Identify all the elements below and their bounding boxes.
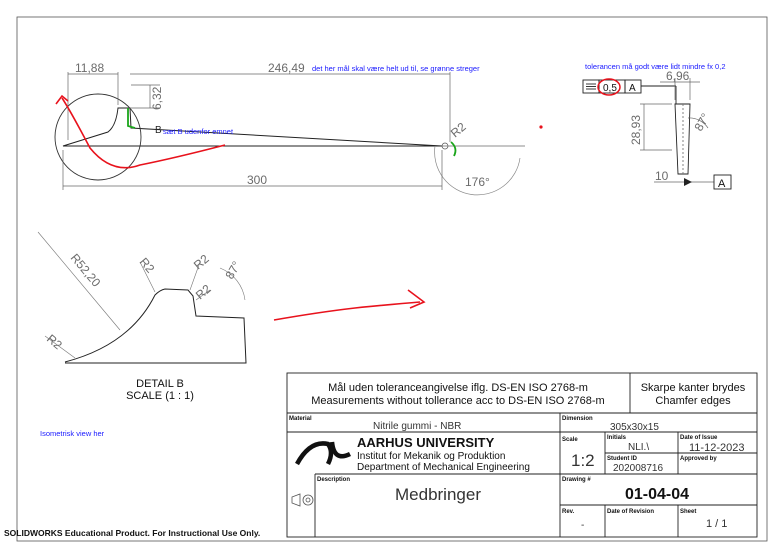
drawing-number-value: 01-04-04 bbox=[625, 486, 689, 503]
green-mark-left bbox=[127, 108, 136, 129]
detail-angle: 87° bbox=[222, 259, 243, 282]
detail-scale: SCALE (1 : 1) bbox=[126, 390, 194, 402]
green-mark-right bbox=[450, 141, 457, 157]
scale-label: Scale bbox=[562, 437, 578, 443]
institute-name: Institut for Mekanik og Produktion bbox=[357, 451, 505, 462]
department-name: Department of Mechanical Engineering bbox=[357, 462, 530, 473]
red-markup-arrowhead bbox=[55, 94, 69, 105]
note-isometric: Isometrisk view her bbox=[40, 429, 105, 438]
detail-b-view bbox=[64, 288, 247, 364]
issue-date-label: Date of Issue bbox=[680, 435, 718, 441]
dim-step-height: 6,32 bbox=[150, 86, 164, 110]
revision-value: - bbox=[581, 520, 584, 531]
dim-angle: 176° bbox=[465, 175, 490, 189]
detail-leaders bbox=[37, 231, 246, 359]
initials-value: NLI.\ bbox=[628, 442, 649, 453]
detail-title: DETAIL B bbox=[136, 378, 184, 390]
scale-value: 1:2 bbox=[571, 451, 595, 470]
part-profile bbox=[62, 107, 443, 147]
red-arrow-head bbox=[407, 289, 426, 309]
revision-label: Rev. bbox=[562, 509, 575, 515]
drawing-number-label: Drawing # bbox=[562, 477, 591, 483]
solidworks-footer: SOLIDWORKS Educational Product. For Inst… bbox=[4, 528, 260, 538]
detail-radius-2c: R2 bbox=[193, 282, 214, 303]
red-dot bbox=[539, 125, 543, 129]
side-view bbox=[674, 103, 691, 175]
datum-box bbox=[713, 174, 732, 190]
note-tolerance: tolerancen må godt være lidt mindre fx 0… bbox=[585, 62, 726, 71]
dim-right-radius: R2 bbox=[448, 120, 469, 141]
angle-arc bbox=[434, 145, 521, 196]
dim-side-height: 28,93 bbox=[629, 115, 643, 145]
sheet-value: 1 / 1 bbox=[706, 518, 727, 530]
material-label: Material bbox=[289, 416, 312, 422]
university-logo bbox=[295, 441, 352, 466]
sheet-border bbox=[16, 16, 768, 542]
note-place-b: sæt B udenfor emnet bbox=[163, 127, 234, 136]
dim-top-long: 246,49 bbox=[268, 61, 305, 75]
student-id-label: Student ID bbox=[607, 456, 638, 462]
markups bbox=[55, 94, 543, 321]
tolerance-value: 0,5 bbox=[603, 83, 617, 94]
red-markup-curve bbox=[61, 97, 226, 169]
dim-side-angle: 87° bbox=[691, 111, 712, 134]
datum-letter: A bbox=[718, 178, 726, 190]
tolerance-standard-da: Mål uden toleranceangivelse iflg. DS-EN … bbox=[328, 382, 588, 394]
university-name: AARHUS UNIVERSITY bbox=[357, 435, 495, 450]
revision-date-label: Date of Revision bbox=[607, 509, 654, 515]
tolerance-standard-en: Measurements without tollerance acc to D… bbox=[311, 395, 604, 407]
dim-overall-length: 300 bbox=[247, 173, 267, 187]
approved-by-label: Approved by bbox=[680, 456, 717, 462]
tolerance-datum: A bbox=[629, 83, 636, 94]
edge-note-da: Skarpe kanter brydes bbox=[641, 382, 746, 394]
description-label: Description bbox=[317, 477, 350, 483]
detail-radius-2d: R2 bbox=[44, 332, 65, 353]
issue-date-value: 11-12-2023 bbox=[689, 442, 744, 454]
dim-top-left: 11,88 bbox=[75, 61, 104, 75]
dim-side-depth: 10 bbox=[655, 169, 669, 183]
projection-symbol-icon bbox=[291, 493, 314, 507]
red-arrow-line bbox=[273, 301, 421, 321]
title-block bbox=[286, 372, 758, 538]
dimension-value: 305x30x15 bbox=[610, 422, 659, 433]
detail-radius-large: R52,20 bbox=[68, 251, 104, 290]
detail-circle bbox=[54, 93, 142, 181]
initials-label: Initials bbox=[607, 435, 627, 441]
dim-side-width: 6,96 bbox=[666, 69, 690, 83]
edge-note-en: Chamfer edges bbox=[655, 395, 731, 407]
detail-radius-2a: R2 bbox=[137, 255, 158, 276]
red-tolerance-circle bbox=[597, 78, 621, 96]
student-id-value: 202008716 bbox=[613, 463, 663, 474]
detail-b-label: B bbox=[155, 125, 162, 136]
main-dimensions bbox=[62, 72, 525, 190]
sheet-label: Sheet bbox=[680, 509, 696, 515]
detail-radius-2b: R2 bbox=[191, 252, 212, 273]
datum-arrow bbox=[684, 178, 692, 186]
description-value: Medbringer bbox=[395, 485, 481, 504]
dimension-label: Dimension bbox=[562, 416, 593, 422]
material-value: Nitrile gummi - NBR bbox=[373, 421, 461, 432]
side-dimensions bbox=[640, 78, 714, 183]
note-full-length: det her mål skal være helt ud til, se gr… bbox=[312, 64, 480, 73]
